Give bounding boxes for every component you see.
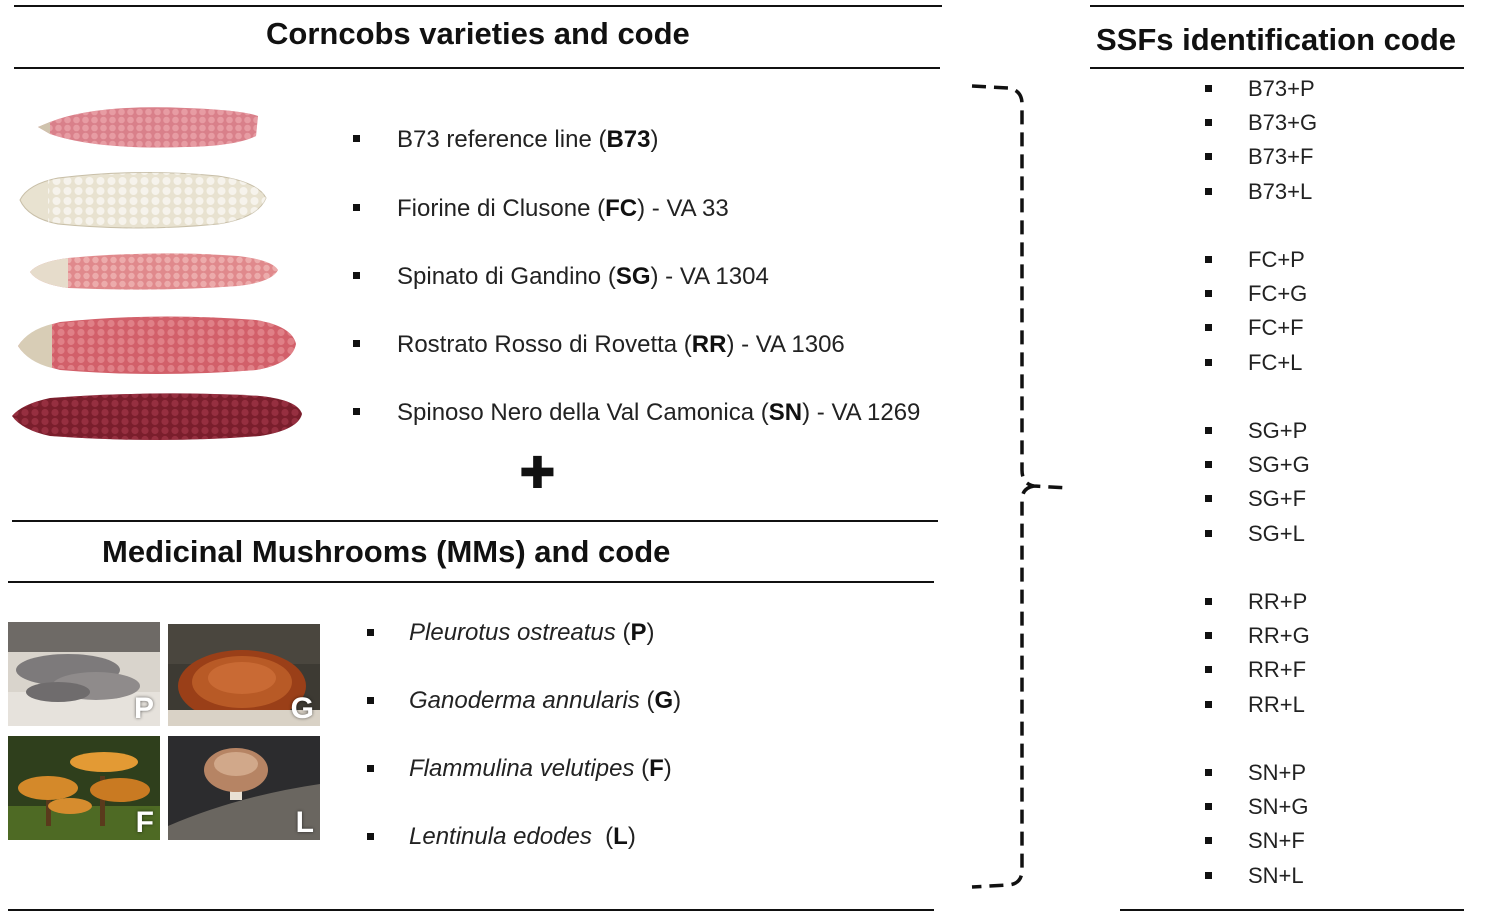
ssf-code-item: SN+P (1248, 760, 1307, 785)
ssf-code-item: SN+F (1248, 828, 1305, 854)
bullet-icon (1205, 871, 1212, 879)
mushroom-item-flammulina: Flammulina velutipes (F) (409, 755, 672, 782)
ssf-code-item: B73+F (1248, 144, 1314, 170)
rule-corncobs-title-bottom (14, 67, 940, 69)
rule-bottom-right (1120, 909, 1464, 911)
ssf-code-item: SG+P (1248, 418, 1308, 443)
ssf-code-item: FC+L (1248, 349, 1303, 375)
corncob-image-fc (19, 171, 267, 229)
plus-icon: ✚ (519, 449, 556, 498)
bullet-icon (1205, 256, 1212, 263)
corncob-item-sg: Spinato di Gandino (SG) - VA 1304 (397, 263, 769, 290)
ssf-code-item: B73+P (1248, 76, 1315, 101)
bullet-icon (1205, 598, 1212, 605)
rule-mushrooms-title-top (12, 520, 938, 522)
ssf-code-item: B73+L (1248, 178, 1313, 204)
rule-mushrooms-title-bottom (8, 581, 934, 583)
corncobs-title: Corncobs varieties and code (266, 16, 690, 51)
bullet-icon (1205, 85, 1212, 92)
bullet-icon (353, 135, 360, 142)
ssf-code-item: FC+P (1248, 247, 1305, 272)
photo-letter-l: L (295, 806, 314, 839)
bullet-icon (367, 629, 374, 636)
bullet-icon (353, 408, 360, 415)
corncob-image-sn (12, 393, 302, 440)
bullet-icon (1205, 187, 1212, 195)
corncob-item-sn: Spinoso Nero della Val Camonica (SN) - V… (397, 399, 921, 426)
bullet-icon (353, 340, 360, 347)
bullet-icon (1205, 427, 1212, 434)
bullet-icon (1205, 119, 1212, 127)
corncob-item-fc: Fiorine di Clusone (FC) - VA 33 (397, 195, 729, 222)
mushroom-item-ganoderma: Ganoderma annularis (G) (409, 687, 682, 714)
ssf-code-item: SG+L (1248, 520, 1305, 546)
bullet-icon (1205, 837, 1212, 845)
mushroom-photo-pleurotus: P (8, 622, 160, 726)
bullet-icon (1205, 700, 1212, 708)
bullet-icon (1205, 529, 1212, 537)
bullet-icon (1205, 803, 1212, 811)
corncob-image-b73 (38, 107, 258, 148)
ssf-code-item: SG+G (1248, 452, 1310, 478)
corncob-image-sg (30, 253, 278, 290)
rule-top-left (14, 5, 942, 7)
bullet-icon (1205, 358, 1212, 366)
bullet-icon (1205, 153, 1212, 161)
ssf-code-item: RR+G (1248, 623, 1310, 649)
bullet-icon (367, 697, 374, 704)
corncob-item-b73: B73 reference line (B73) (397, 126, 659, 153)
mushroom-item-lentinula: Lentinula edodes (L) (409, 823, 636, 850)
bullet-icon (1205, 666, 1212, 674)
ssf-code-item: FC+F (1248, 315, 1304, 341)
bullet-icon (1205, 324, 1212, 332)
bullet-icon (1205, 461, 1212, 469)
photo-letter-g: G (290, 692, 314, 725)
ssf-code-item: SG+F (1248, 486, 1307, 512)
bullet-icon (353, 204, 360, 211)
ssf-code-item: RR+F (1248, 657, 1307, 683)
ssf-code-item: B73+G (1248, 110, 1318, 136)
bullet-icon (353, 272, 360, 279)
ssf-code-item: SN+L (1248, 862, 1304, 888)
bullet-icon (367, 833, 374, 840)
ssf-title: SSFs identification code (1096, 22, 1456, 57)
rule-bottom-left (8, 909, 934, 911)
bullet-icon (367, 765, 374, 772)
bullet-icon (1205, 290, 1212, 298)
bullet-icon (1205, 632, 1212, 640)
ssf-code-item: FC+G (1248, 281, 1308, 307)
mushroom-photo-ganoderma: G (168, 624, 320, 726)
rule-top-right (1090, 5, 1464, 7)
bullet-icon (1205, 495, 1212, 503)
corncob-image-rr (18, 316, 296, 374)
ssf-code-item: RR+L (1248, 691, 1305, 717)
mushrooms-title: Medicinal Mushrooms (MMs) and code (102, 534, 671, 569)
mushroom-photo-flammulina: F (8, 736, 160, 840)
photo-letter-f: F (135, 806, 154, 839)
corncob-item-rr: Rostrato Rosso di Rovetta (RR) - VA 1306 (397, 331, 845, 358)
ssf-code-item: RR+P (1248, 589, 1308, 614)
ssf-code-item: SN+G (1248, 794, 1309, 820)
mushroom-photo-lentinula: L (168, 736, 320, 840)
bullet-icon (1205, 769, 1212, 776)
photo-letter-p: P (133, 692, 154, 725)
mushroom-item-pleurotus: Pleurotus ostreatus (P) (409, 619, 655, 646)
rule-ssf-title-bottom (1090, 67, 1464, 69)
